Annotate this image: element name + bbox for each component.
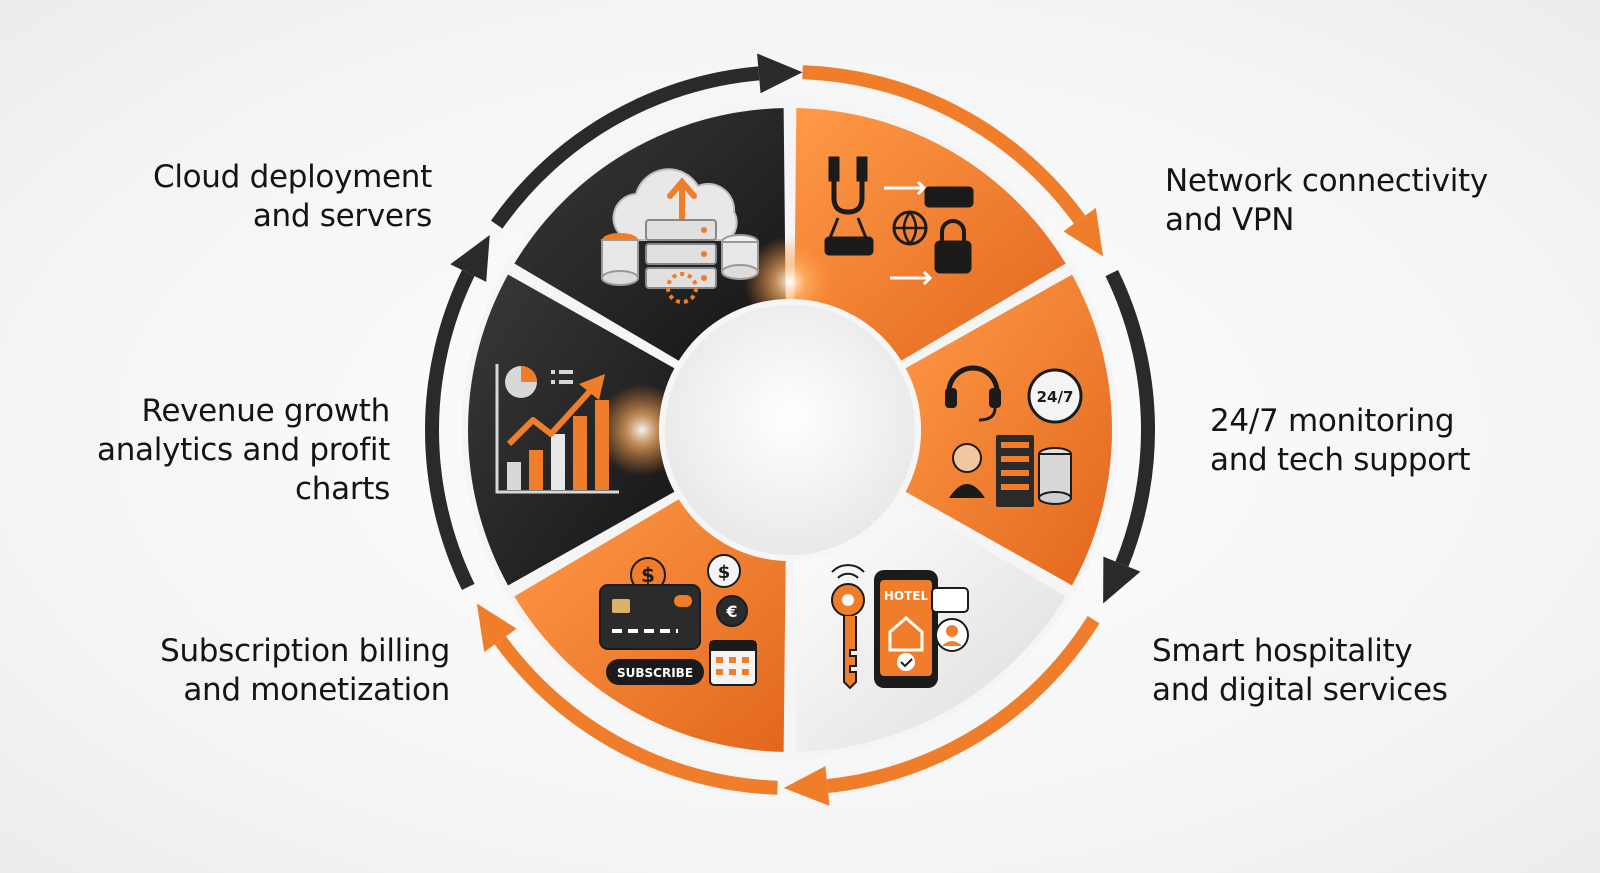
label-monitoring-support: 24/7 monitoring and tech support xyxy=(1210,403,1471,478)
revenue-chart-icon xyxy=(495,364,619,494)
cycle-arrows xyxy=(425,53,1155,806)
arrow-billing-head xyxy=(476,603,517,653)
subscription-billing-icon: $ $ € SUBSCRIBE xyxy=(599,554,757,686)
arrow-support-head xyxy=(1103,556,1141,604)
cloud-server-icon xyxy=(601,168,759,304)
arrow-hotel-body xyxy=(826,616,1100,794)
svg-text:€: € xyxy=(725,602,737,621)
smart-hotel-icon: HOTEL xyxy=(831,564,969,690)
label-cloud-deployment: Cloud deployment and servers xyxy=(152,159,432,234)
network-vpn-icon xyxy=(824,156,974,286)
label-revenue-growth: Revenue growth analytics and profit char… xyxy=(97,393,390,507)
svg-text:$: $ xyxy=(641,563,655,587)
arrow-cloud-head xyxy=(757,53,803,94)
arrow-revenue-body xyxy=(425,269,475,591)
label-subscription-billing: Subscription billing and monetization xyxy=(160,633,450,708)
support-badge-text: 24/7 xyxy=(1037,388,1074,406)
svg-text:$: $ xyxy=(718,562,731,583)
arrow-hotel-head xyxy=(783,766,830,806)
subscribe-button-text: SUBSCRIBE xyxy=(617,666,693,680)
arrow-support-body xyxy=(1105,269,1155,567)
arrow-network-head xyxy=(1063,207,1104,257)
arrow-cloud-body xyxy=(491,66,760,229)
arrow-billing-body xyxy=(494,636,778,795)
arrow-revenue-head xyxy=(450,235,490,282)
arrow-network-body xyxy=(802,65,1086,224)
center-hub xyxy=(659,299,921,561)
label-network-connectivity: Network connectivity and VPN xyxy=(1165,163,1488,238)
support-headset-icon: 24/7 xyxy=(945,365,1083,509)
hotel-sign-text: HOTEL xyxy=(884,589,929,603)
label-smart-hospitality: Smart hospitality and digital services xyxy=(1152,633,1448,708)
